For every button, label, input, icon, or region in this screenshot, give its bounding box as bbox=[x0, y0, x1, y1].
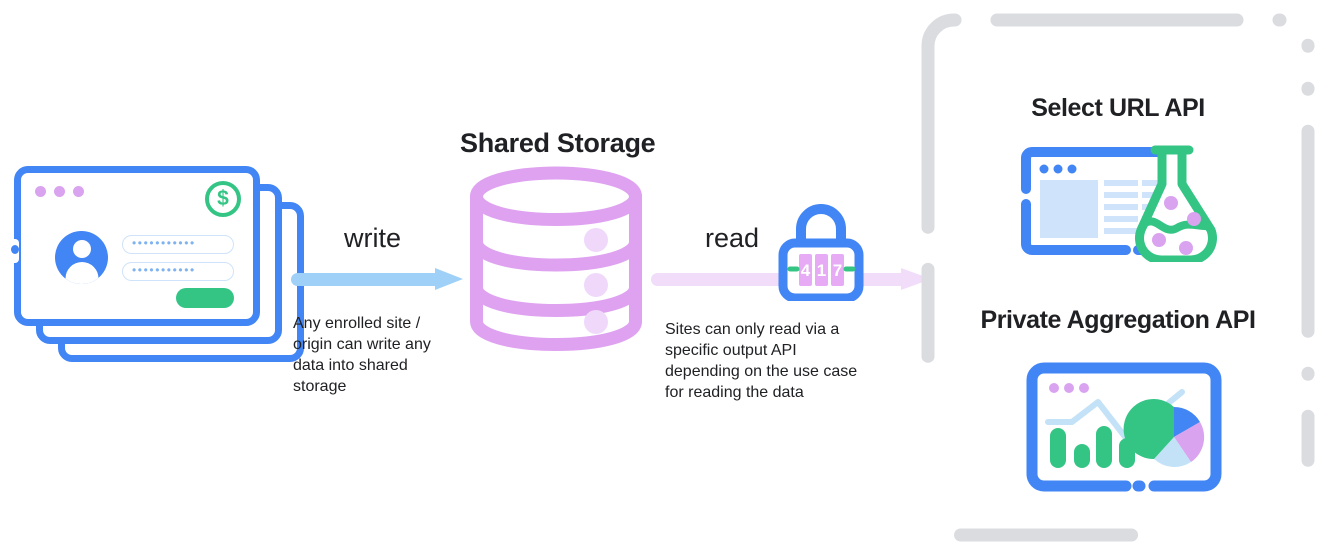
svg-text:1: 1 bbox=[817, 261, 826, 280]
output-apis-panel: Select URL API bbox=[918, 10, 1318, 545]
write-arrow-right-icon bbox=[291, 268, 463, 290]
user-avatar-icon bbox=[55, 231, 108, 284]
password-field-value: ••••••••••• bbox=[132, 263, 196, 277]
svg-text:4: 4 bbox=[801, 261, 811, 280]
dollar-circle-icon: $ bbox=[205, 181, 241, 217]
svg-text:7: 7 bbox=[833, 261, 842, 280]
read-label: read bbox=[705, 223, 760, 253]
write-label: write bbox=[344, 223, 402, 253]
username-field[interactable]: ••••••••••• bbox=[122, 235, 234, 254]
source-site-windows: $ ••••••••••• ••••••••••• bbox=[10, 166, 304, 362]
read-caption: Sites can only read via a specific outpu… bbox=[665, 321, 858, 401]
combination-padlock-icon: 4 1 7 bbox=[778, 203, 864, 303]
browser-window-charts-icon bbox=[1026, 362, 1222, 492]
database-cylinder-icon bbox=[469, 166, 643, 352]
browser-window-flask-icon bbox=[1014, 144, 1230, 265]
select-url-api-title: Select URL API bbox=[1031, 94, 1205, 122]
browser-window-front: $ ••••••••••• ••••••••••• bbox=[10, 166, 260, 326]
window-traffic-dots-icon bbox=[35, 186, 84, 197]
password-field[interactable]: ••••••••••• bbox=[122, 262, 234, 281]
shared-storage-title: Shared Storage bbox=[460, 128, 656, 158]
username-field-value: ••••••••••• bbox=[132, 236, 196, 250]
write-caption: Any enrolled site / origin can write any… bbox=[293, 315, 431, 395]
submit-button[interactable] bbox=[176, 288, 234, 308]
private-aggregation-api-title: Private Aggregation API bbox=[980, 306, 1256, 334]
